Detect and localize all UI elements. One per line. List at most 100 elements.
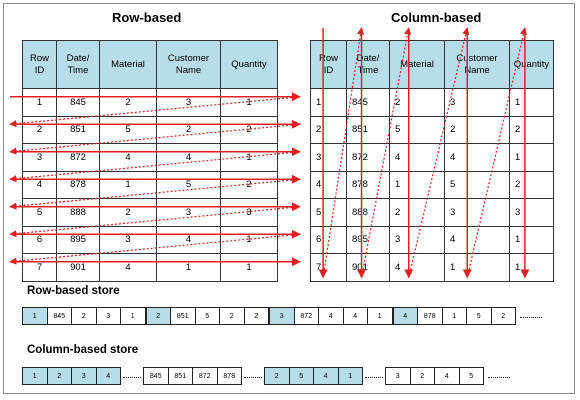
row-table-cell: 4 — [156, 143, 221, 172]
store-cell: 2 — [491, 307, 516, 325]
store-cell: 5 — [467, 307, 492, 325]
col-header-cell: Date/Time — [346, 40, 390, 89]
col-table-cell: 872 — [346, 143, 390, 172]
col-table-cell: 1 — [389, 170, 445, 199]
col-table-cell: 1 — [509, 88, 554, 117]
row-table-cell: 4 — [22, 170, 57, 199]
store-cell: 845 — [144, 367, 169, 385]
row-table-cell: 2 — [220, 170, 278, 199]
row-header-cell: Date/Time — [56, 40, 100, 89]
col-table-cell: 6 — [310, 225, 347, 254]
store-cell: 878 — [217, 367, 242, 385]
row-header-cell: Quantity — [220, 40, 278, 89]
row-table-cell: 1 — [22, 88, 57, 117]
store-cell: 3 — [72, 367, 97, 385]
row-table-cell: 3 — [220, 198, 278, 227]
row-store-title: Row-based store — [27, 285, 120, 297]
store-cell: 3 — [386, 367, 411, 385]
row-table-cell: 3 — [156, 88, 221, 117]
col-table-cell: 4 — [389, 253, 445, 282]
store-cell: 872 — [193, 367, 218, 385]
store-cell: 851 — [168, 367, 193, 385]
row-table-cell: 4 — [156, 225, 221, 254]
store-cell: 4 — [319, 307, 344, 325]
col-table-cell: 895 — [346, 225, 390, 254]
store-cell: 872 — [294, 307, 319, 325]
store-cell: 5 — [459, 367, 484, 385]
col-table-cell: 3 — [389, 225, 445, 254]
col-table-cell: 845 — [346, 88, 390, 117]
row-table-cell: 1 — [220, 88, 278, 117]
row-table-cell: 4 — [99, 143, 157, 172]
col-table-cell: 4 — [444, 225, 510, 254]
col-table-cell: 2 — [509, 170, 554, 199]
row-table-cell: 5 — [99, 115, 157, 144]
store-cell: 3 — [270, 307, 295, 325]
col-table-cell: 5 — [389, 115, 445, 144]
continuation-dots — [123, 367, 141, 378]
store-cell: 2 — [220, 307, 245, 325]
column-store-title: Column-based store — [27, 344, 139, 356]
row-table-cell: 5 — [156, 170, 221, 199]
row-table-cell: 872 — [56, 143, 100, 172]
store-cell: 4 — [96, 367, 121, 385]
col-table-cell: 1 — [310, 88, 347, 117]
col-table-cell: 2 — [444, 115, 510, 144]
row-table-cell: 4 — [99, 253, 157, 282]
col-table-cell: 1 — [509, 253, 554, 282]
col-table-cell: 901 — [346, 253, 390, 282]
row-based-title: Row-based — [112, 10, 182, 25]
col-table-cell: 1 — [509, 225, 554, 254]
col-table-cell: 3 — [509, 198, 554, 227]
row-table-cell: 3 — [22, 143, 57, 172]
col-table-cell: 1 — [444, 253, 510, 282]
col-table-cell: 4 — [310, 170, 347, 199]
col-table-cell: 2 — [389, 198, 445, 227]
row-table-cell: 2 — [99, 88, 157, 117]
col-table-cell: 5 — [444, 170, 510, 199]
row-table-cell: 901 — [56, 253, 100, 282]
continuation-dots — [520, 307, 542, 318]
store-cell: 1 — [368, 307, 393, 325]
store-cell: 1 — [121, 307, 146, 325]
store-cell: 845 — [47, 307, 72, 325]
store-cell: 4 — [393, 307, 418, 325]
row-table-cell: 878 — [56, 170, 100, 199]
store-cell: 878 — [418, 307, 443, 325]
store-cell: 2 — [47, 367, 72, 385]
row-table-cell: 2 — [22, 115, 57, 144]
store-cell: 4 — [314, 367, 339, 385]
col-table-cell: 1 — [509, 143, 554, 172]
store-cell: 2 — [72, 307, 97, 325]
col-table-cell: 5 — [310, 198, 347, 227]
col-table-cell: 2 — [310, 115, 347, 144]
col-table-cell: 3 — [310, 143, 347, 172]
row-table-cell: 5 — [22, 198, 57, 227]
row-table-cell: 888 — [56, 198, 100, 227]
row-table-cell: 6 — [22, 225, 57, 254]
